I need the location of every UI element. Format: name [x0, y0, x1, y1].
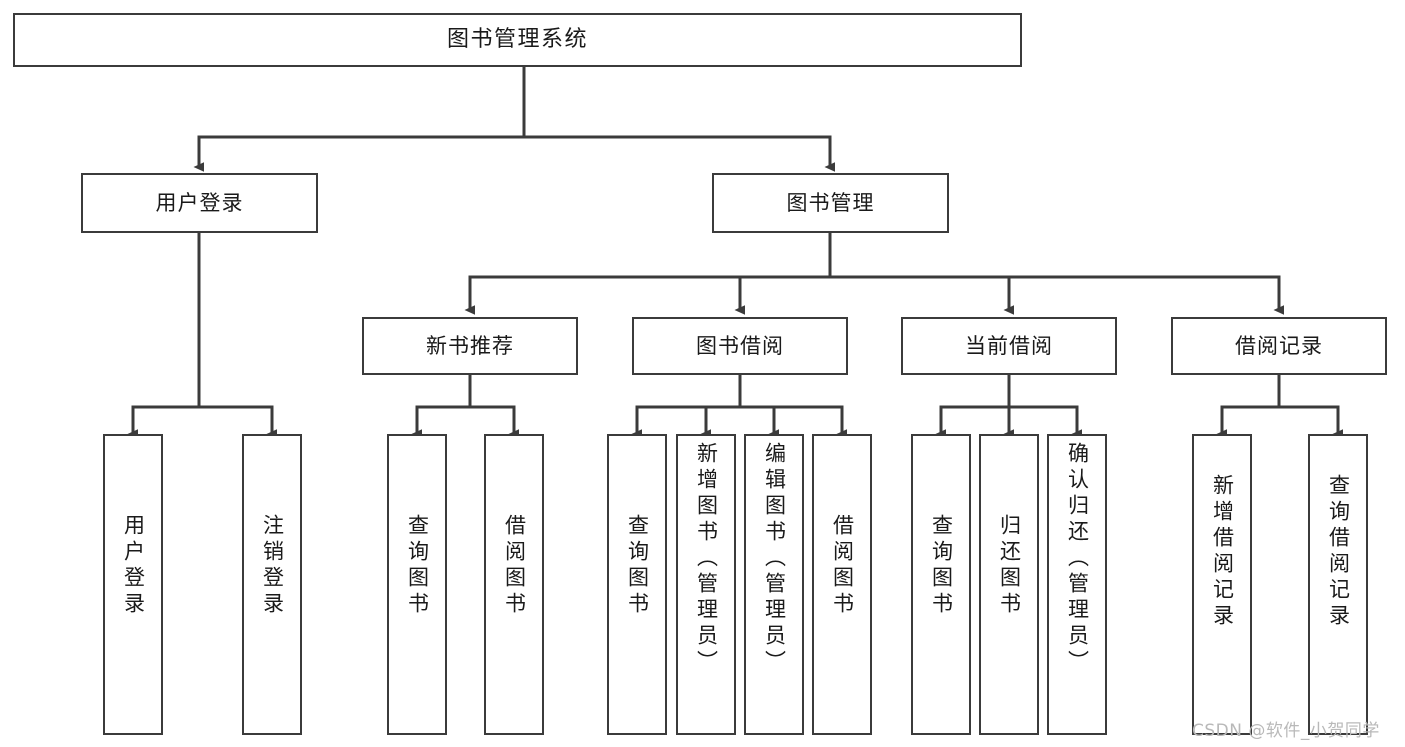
node-leaf-query-book-3[interactable]: 查询图书 — [911, 434, 971, 735]
node-leaf-add-borrow-record[interactable]: 新增借阅记录 — [1192, 434, 1252, 735]
node-leaf-confirm-return-admin-label: 确认归还（管理员） — [1065, 442, 1090, 676]
node-leaf-user-login[interactable]: 用户登录 — [103, 434, 163, 735]
node-book-management-label: 图书管理 — [786, 190, 875, 215]
node-current-borrow[interactable]: 当前借阅 — [901, 317, 1117, 375]
node-leaf-query-book-2-label: 查询图书 — [625, 514, 650, 618]
node-leaf-add-borrow-record-label: 新增借阅记录 — [1210, 474, 1235, 630]
node-leaf-borrow-book-1[interactable]: 借阅图书 — [484, 434, 544, 735]
node-borrow-record[interactable]: 借阅记录 — [1171, 317, 1387, 375]
node-root[interactable]: 图书管理系统 — [13, 13, 1022, 67]
node-user-login-label: 用户登录 — [155, 190, 244, 215]
node-leaf-return-book[interactable]: 归还图书 — [979, 434, 1039, 735]
node-leaf-logout-login-label: 注销登录 — [260, 514, 285, 618]
node-leaf-query-book-1-label: 查询图书 — [405, 514, 430, 618]
node-leaf-return-book-label: 归还图书 — [997, 514, 1022, 618]
node-leaf-query-book-1[interactable]: 查询图书 — [387, 434, 447, 735]
node-leaf-edit-book-admin-label: 编辑图书（管理员） — [762, 442, 787, 676]
node-root-label: 图书管理系统 — [446, 27, 588, 53]
node-new-book-recommend-label: 新书推荐 — [426, 333, 514, 358]
node-book-borrow[interactable]: 图书借阅 — [632, 317, 848, 375]
node-book-borrow-label: 图书借阅 — [696, 333, 784, 358]
node-leaf-query-book-3-label: 查询图书 — [929, 514, 954, 618]
node-borrow-record-label: 借阅记录 — [1235, 333, 1323, 358]
node-leaf-query-book-2[interactable]: 查询图书 — [607, 434, 667, 735]
node-leaf-borrow-book-2-label: 借阅图书 — [830, 514, 855, 618]
node-leaf-add-book-admin[interactable]: 新增图书（管理员） — [676, 434, 736, 735]
node-new-book-recommend[interactable]: 新书推荐 — [362, 317, 578, 375]
node-leaf-borrow-book-1-label: 借阅图书 — [502, 514, 527, 618]
node-leaf-add-book-admin-label: 新增图书（管理员） — [694, 442, 719, 676]
node-leaf-user-login-label: 用户登录 — [121, 514, 146, 618]
node-leaf-borrow-book-2[interactable]: 借阅图书 — [812, 434, 872, 735]
watermark-text: CSDN @软件_小贺同学 — [1192, 721, 1380, 741]
node-leaf-query-borrow-record[interactable]: 查询借阅记录 — [1308, 434, 1368, 735]
node-current-borrow-label: 当前借阅 — [965, 333, 1053, 358]
node-book-management[interactable]: 图书管理 — [712, 173, 949, 233]
node-leaf-logout-login[interactable]: 注销登录 — [242, 434, 302, 735]
node-leaf-query-borrow-record-label: 查询借阅记录 — [1326, 474, 1351, 630]
node-leaf-confirm-return-admin[interactable]: 确认归还（管理员） — [1047, 434, 1107, 735]
node-leaf-edit-book-admin[interactable]: 编辑图书（管理员） — [744, 434, 804, 735]
node-user-login[interactable]: 用户登录 — [81, 173, 318, 233]
